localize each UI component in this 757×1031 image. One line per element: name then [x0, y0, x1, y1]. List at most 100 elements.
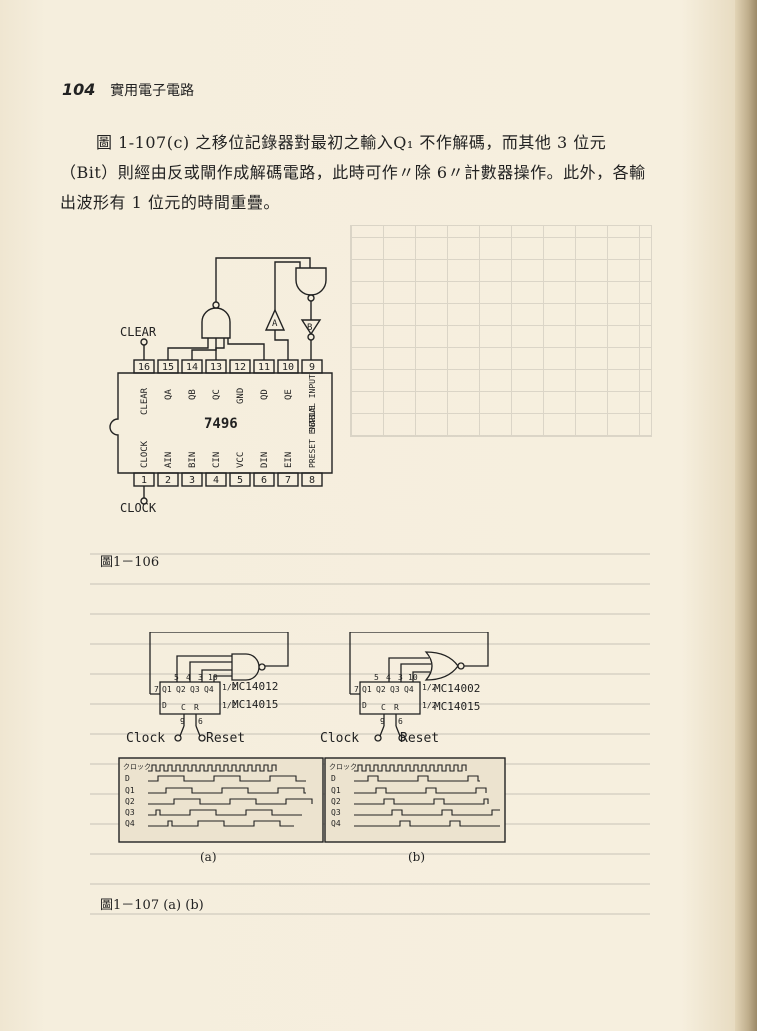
pin-number: 15: [162, 362, 174, 373]
pin-number: 6: [398, 717, 403, 726]
clock-wave: [354, 764, 467, 772]
clock-label: Clock: [126, 731, 165, 746]
pin-label: CLEAR: [140, 387, 150, 415]
fig107-caption: 圖1－107 (a) (b): [100, 898, 204, 913]
page-number: 104: [62, 80, 96, 99]
q1-wave: [354, 787, 487, 794]
pin-label: VCC: [236, 452, 246, 468]
bleed-through-table: [350, 225, 652, 437]
d-label: D: [362, 701, 367, 710]
pin-number: 3: [398, 673, 403, 682]
wave-label: D: [125, 774, 130, 783]
pin-number: 7: [285, 475, 291, 486]
pin-number: 7: [354, 685, 359, 694]
pin-number: 4: [213, 475, 219, 486]
q4-wave: [148, 820, 294, 827]
c-label: C: [181, 703, 186, 712]
sr-chip-label: MC14015: [232, 698, 278, 711]
q4-wave: [354, 820, 500, 827]
subfig-b-label: (b): [408, 850, 426, 864]
half-label: 1/2: [422, 683, 437, 692]
nand-gate: [231, 653, 260, 681]
q1-wave: [148, 787, 306, 794]
buffer-a-label: A: [272, 319, 278, 329]
q3-wave: [148, 809, 302, 816]
pin-box: [277, 472, 299, 487]
pin-label: AIN: [164, 452, 174, 468]
nand-gate: [201, 307, 231, 339]
waveform-frame: [324, 757, 506, 843]
pin-box: [229, 472, 251, 487]
pin-number: 8: [309, 475, 315, 486]
pin-number: 6: [261, 475, 267, 486]
c-label: C: [381, 703, 386, 712]
subfig-a-label: (a): [200, 850, 217, 864]
wave-label: Q2: [125, 797, 135, 806]
pin-label: PRESET ENABLE: [308, 405, 317, 468]
shift-register-box: [359, 681, 421, 715]
pin-number: 5: [374, 673, 379, 682]
pin-number: 4: [386, 673, 391, 682]
pin-number: 3: [198, 673, 203, 682]
pin-number: 14: [186, 362, 198, 373]
half-label: 1/2: [422, 701, 437, 710]
q4-label: Q4: [404, 685, 414, 694]
pin-number: 11: [258, 362, 270, 373]
pin-label: QE: [284, 389, 294, 400]
q3-wave: [354, 809, 500, 816]
pin-number: 10: [208, 673, 218, 682]
q4-label: Q4: [204, 685, 214, 694]
q3-label: Q3: [190, 685, 200, 694]
wave-label: Q2: [331, 797, 341, 806]
pin-number: 16: [138, 362, 150, 373]
q1-label: Q1: [162, 685, 172, 694]
wave-label: Q1: [331, 786, 341, 795]
r-label: R: [394, 703, 399, 712]
pin-number: 13: [210, 362, 222, 373]
half-label: 1/2: [222, 701, 237, 710]
pin-number: 4: [186, 673, 191, 682]
top-gate: [295, 267, 327, 296]
q3-label: Q3: [390, 685, 400, 694]
pin-label: QC: [212, 389, 222, 400]
wave-label: D: [331, 774, 336, 783]
reset-label: Reset: [206, 731, 245, 746]
pin-label: CIN: [212, 452, 222, 468]
q2-wave: [354, 798, 489, 805]
pin-label: QD: [260, 389, 270, 400]
d-wave: [354, 775, 480, 782]
page-header: 104 實用電子電路: [62, 80, 194, 100]
pin-label: CLOCK: [140, 440, 150, 468]
waveform-frame: [118, 757, 324, 843]
wave-label: Q3: [331, 808, 341, 817]
half-label: 1/2: [222, 683, 237, 692]
book-spine: [735, 0, 757, 1031]
fig107b-circuit: 5 4 3 10 7 Q1 Q2 Q3 Q4 D C R 9 6 1/2 MC1…: [320, 632, 489, 746]
ic-body: [109, 372, 333, 474]
gate-chip-label: MC14012: [232, 680, 278, 693]
clock-wave: [148, 764, 277, 772]
pin-box: [301, 359, 323, 374]
pin-label: QA: [164, 389, 174, 400]
q2-label: Q2: [176, 685, 186, 694]
r-label: R: [194, 703, 199, 712]
wave-label: クロック: [329, 763, 357, 771]
chip-label: 7496: [204, 416, 238, 432]
pin-label: EIN: [284, 452, 294, 468]
pin-box: [157, 472, 179, 487]
d-wave: [148, 775, 306, 782]
pin-number: 9: [380, 717, 385, 726]
buffer-b-label: B: [307, 323, 312, 333]
pin-label: DIN: [260, 452, 270, 468]
q1-label: Q1: [362, 685, 372, 694]
clear-label: CLEAR: [120, 325, 157, 339]
q2-wave: [148, 798, 313, 805]
nor-gate: [424, 651, 459, 681]
pin-label: GND: [236, 388, 246, 404]
gate-chip-label: MC14002: [434, 682, 480, 695]
inverter-b: [300, 301, 322, 336]
pin-number: 7: [154, 685, 159, 694]
book-title: 實用電子電路: [110, 83, 195, 99]
pin-number: 12: [234, 362, 246, 373]
q2-label: Q2: [376, 685, 386, 694]
